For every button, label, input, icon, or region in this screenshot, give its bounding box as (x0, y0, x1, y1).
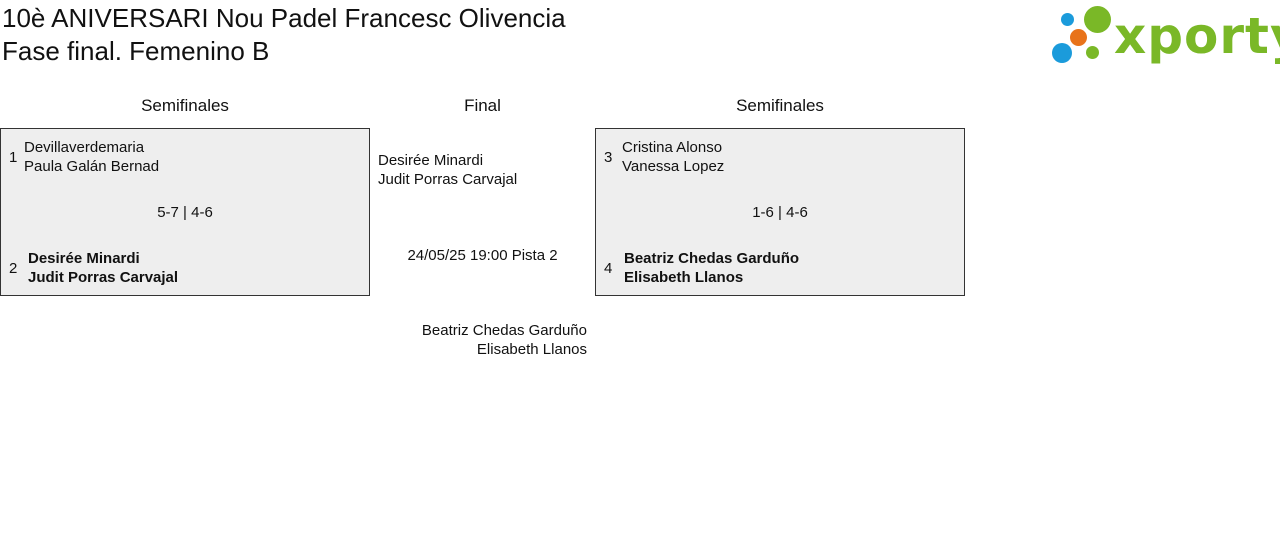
team-pair-bottom-winner: Desirée Minardi Judit Porras Carvajal (28, 249, 178, 287)
page-subtitle: Fase final. Femenino B (2, 36, 270, 66)
player-name: Elisabeth Llanos (624, 269, 744, 286)
column-header-final: Final (464, 96, 501, 115)
player-name: Cristina Alonso (622, 139, 723, 156)
player-name: Beatriz Chedas Garduño (624, 250, 800, 267)
column-header-right-semifinals: Semifinales (736, 96, 824, 115)
xporty-logo: xporty (1050, 4, 1280, 68)
player-name: Paula Galán Bernad (24, 158, 160, 175)
logo-dot-icon (1086, 46, 1099, 59)
player-name: Judit Porras Carvajal (378, 171, 518, 188)
logo-dot-icon (1052, 43, 1072, 63)
logo-wordmark: xporty (1114, 7, 1280, 65)
seed-number: 2 (9, 260, 18, 277)
player-name: Vanessa Lopez (622, 158, 725, 175)
team-pair-top: Cristina Alonso Vanessa Lopez (622, 138, 724, 176)
semifinal-left-match[interactable]: 1 Devillaverdemaria Paula Galán Bernad 5… (0, 128, 370, 296)
seed-number: 1 (9, 149, 18, 166)
player-name: Elisabeth Llanos (476, 341, 587, 358)
seed-number: 3 (604, 149, 613, 166)
seed-number: 4 (604, 260, 613, 277)
player-name: Judit Porras Carvajal (28, 269, 179, 286)
final-schedule: 24/05/25 19:00 Pista 2 (407, 247, 558, 264)
match-score: 1-6 | 4-6 (752, 204, 808, 221)
semifinal-right-match[interactable]: 3 Cristina Alonso Vanessa Lopez 1-6 | 4-… (595, 128, 965, 296)
logo-dot-icon (1061, 13, 1074, 26)
logo-dot-icon (1084, 6, 1111, 33)
final-team-top: Desirée Minardi Judit Porras Carvajal (378, 151, 517, 189)
player-name: Desirée Minardi (378, 152, 484, 169)
team-pair-top: Devillaverdemaria Paula Galán Bernad (24, 138, 159, 176)
team-pair-bottom-winner: Beatriz Chedas Garduño Elisabeth Llanos (624, 249, 799, 287)
player-name: Desirée Minardi (28, 250, 140, 267)
player-name: Beatriz Chedas Garduño (421, 322, 587, 339)
page-title: 10è ANIVERSARI Nou Padel Francesc Oliven… (2, 3, 566, 33)
match-score: 5-7 | 4-6 (157, 204, 213, 221)
final-team-bottom: Beatriz Chedas Garduño Elisabeth Llanos (378, 321, 587, 359)
column-header-left-semifinals: Semifinales (141, 96, 229, 115)
logo-dot-icon (1070, 29, 1087, 46)
player-name: Devillaverdemaria (24, 139, 145, 156)
